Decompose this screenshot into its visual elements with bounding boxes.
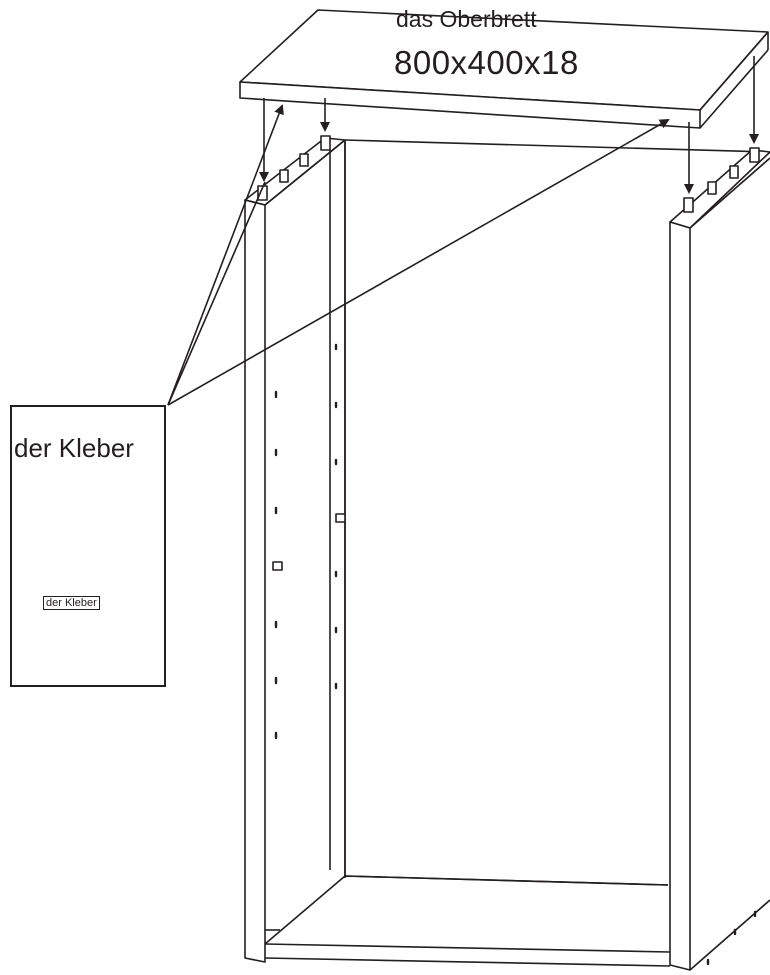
top-board bbox=[239, 9, 769, 129]
glue-callout-box: der Kleber bbox=[10, 405, 166, 687]
connector-fitting bbox=[335, 513, 346, 523]
bottom-board bbox=[264, 875, 671, 967]
glue-pointer-lines bbox=[167, 104, 670, 406]
back-panel bbox=[344, 139, 769, 886]
right-side-panel bbox=[669, 149, 770, 971]
callout-title: der Kleber bbox=[14, 433, 134, 463]
shelf-pin-holes bbox=[274, 343, 757, 966]
top-board-dimensions: 800x400x18 bbox=[394, 44, 579, 81]
left-side-panel bbox=[244, 137, 346, 963]
bottle-label: der Kleber bbox=[43, 596, 100, 610]
placement-arrows bbox=[259, 56, 759, 194]
top-board-name: das Oberbrett bbox=[396, 6, 537, 32]
connector-fitting bbox=[272, 561, 283, 571]
dowels-right bbox=[683, 147, 760, 213]
